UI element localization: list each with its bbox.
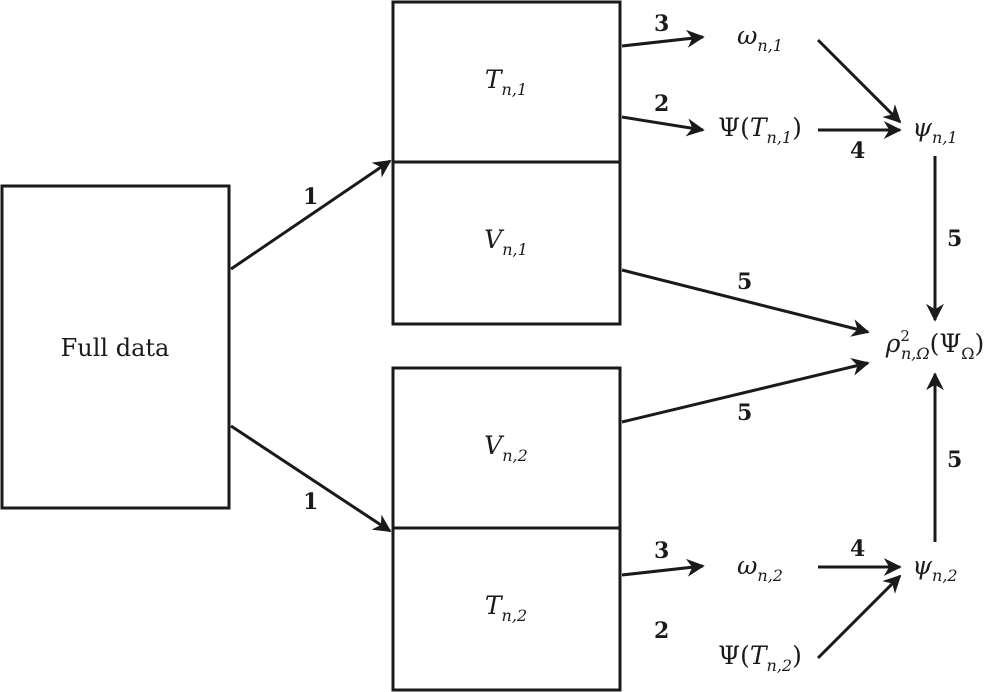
arrow-PsiT2-to-psi2 — [816, 574, 902, 660]
psi2-label: ψn,2 — [912, 551, 957, 585]
arrow-V1-to-rho — [621, 268, 870, 337]
arrow-omega1-to-psi1 — [816, 38, 902, 124]
edge-label-T1-to-PsiT1: 2 — [654, 91, 669, 117]
psi1-label: ψn,1 — [912, 113, 957, 147]
arrow-T1-to-PsiT1 — [621, 115, 705, 137]
arrow-full-to-fold-2 — [230, 424, 392, 533]
edge-label-omega2-to-psi2: 4 — [850, 536, 865, 562]
arrow-full-to-fold-1 — [230, 159, 392, 271]
edge-label-full-to-fold-1: 1 — [303, 184, 318, 210]
PsiT2-label: Ψ(Tn,2) — [718, 641, 802, 675]
edge-label-psi2-to-rho: 5 — [947, 447, 962, 473]
edge-label-PsiT1-to-psi1: 4 — [850, 138, 865, 164]
arrow-T2-to-omega2 — [621, 558, 705, 577]
edge-label-V2-to-rho: 5 — [737, 400, 752, 426]
edge-label-T1-to-omega1: 3 — [654, 11, 669, 37]
PsiT1-label: Ψ(Tn,1) — [718, 113, 802, 147]
full-data-label: Full data — [61, 334, 170, 362]
edge-label-psi1-to-rho: 5 — [947, 226, 962, 252]
edge-label-full-to-fold-2: 1 — [303, 489, 318, 515]
edge-label-T2-to-PsiT2: 2 — [654, 618, 669, 644]
omega2-label: ωn,2 — [737, 551, 783, 585]
T2-label: Tn,2 — [485, 591, 527, 625]
T1-label: Tn,1 — [485, 65, 527, 99]
arrow-T1-to-omega1 — [621, 29, 705, 48]
omega1-label: ωn,1 — [737, 21, 783, 55]
V1-label: Vn,1 — [484, 225, 528, 259]
edge-label-V1-to-rho: 5 — [737, 269, 752, 295]
full-data-box — [0, 184, 231, 510]
V2-label: Vn,2 — [484, 431, 528, 465]
arrow-V2-to-rho — [621, 358, 870, 424]
edge-label-T2-to-omega2: 3 — [654, 538, 669, 564]
